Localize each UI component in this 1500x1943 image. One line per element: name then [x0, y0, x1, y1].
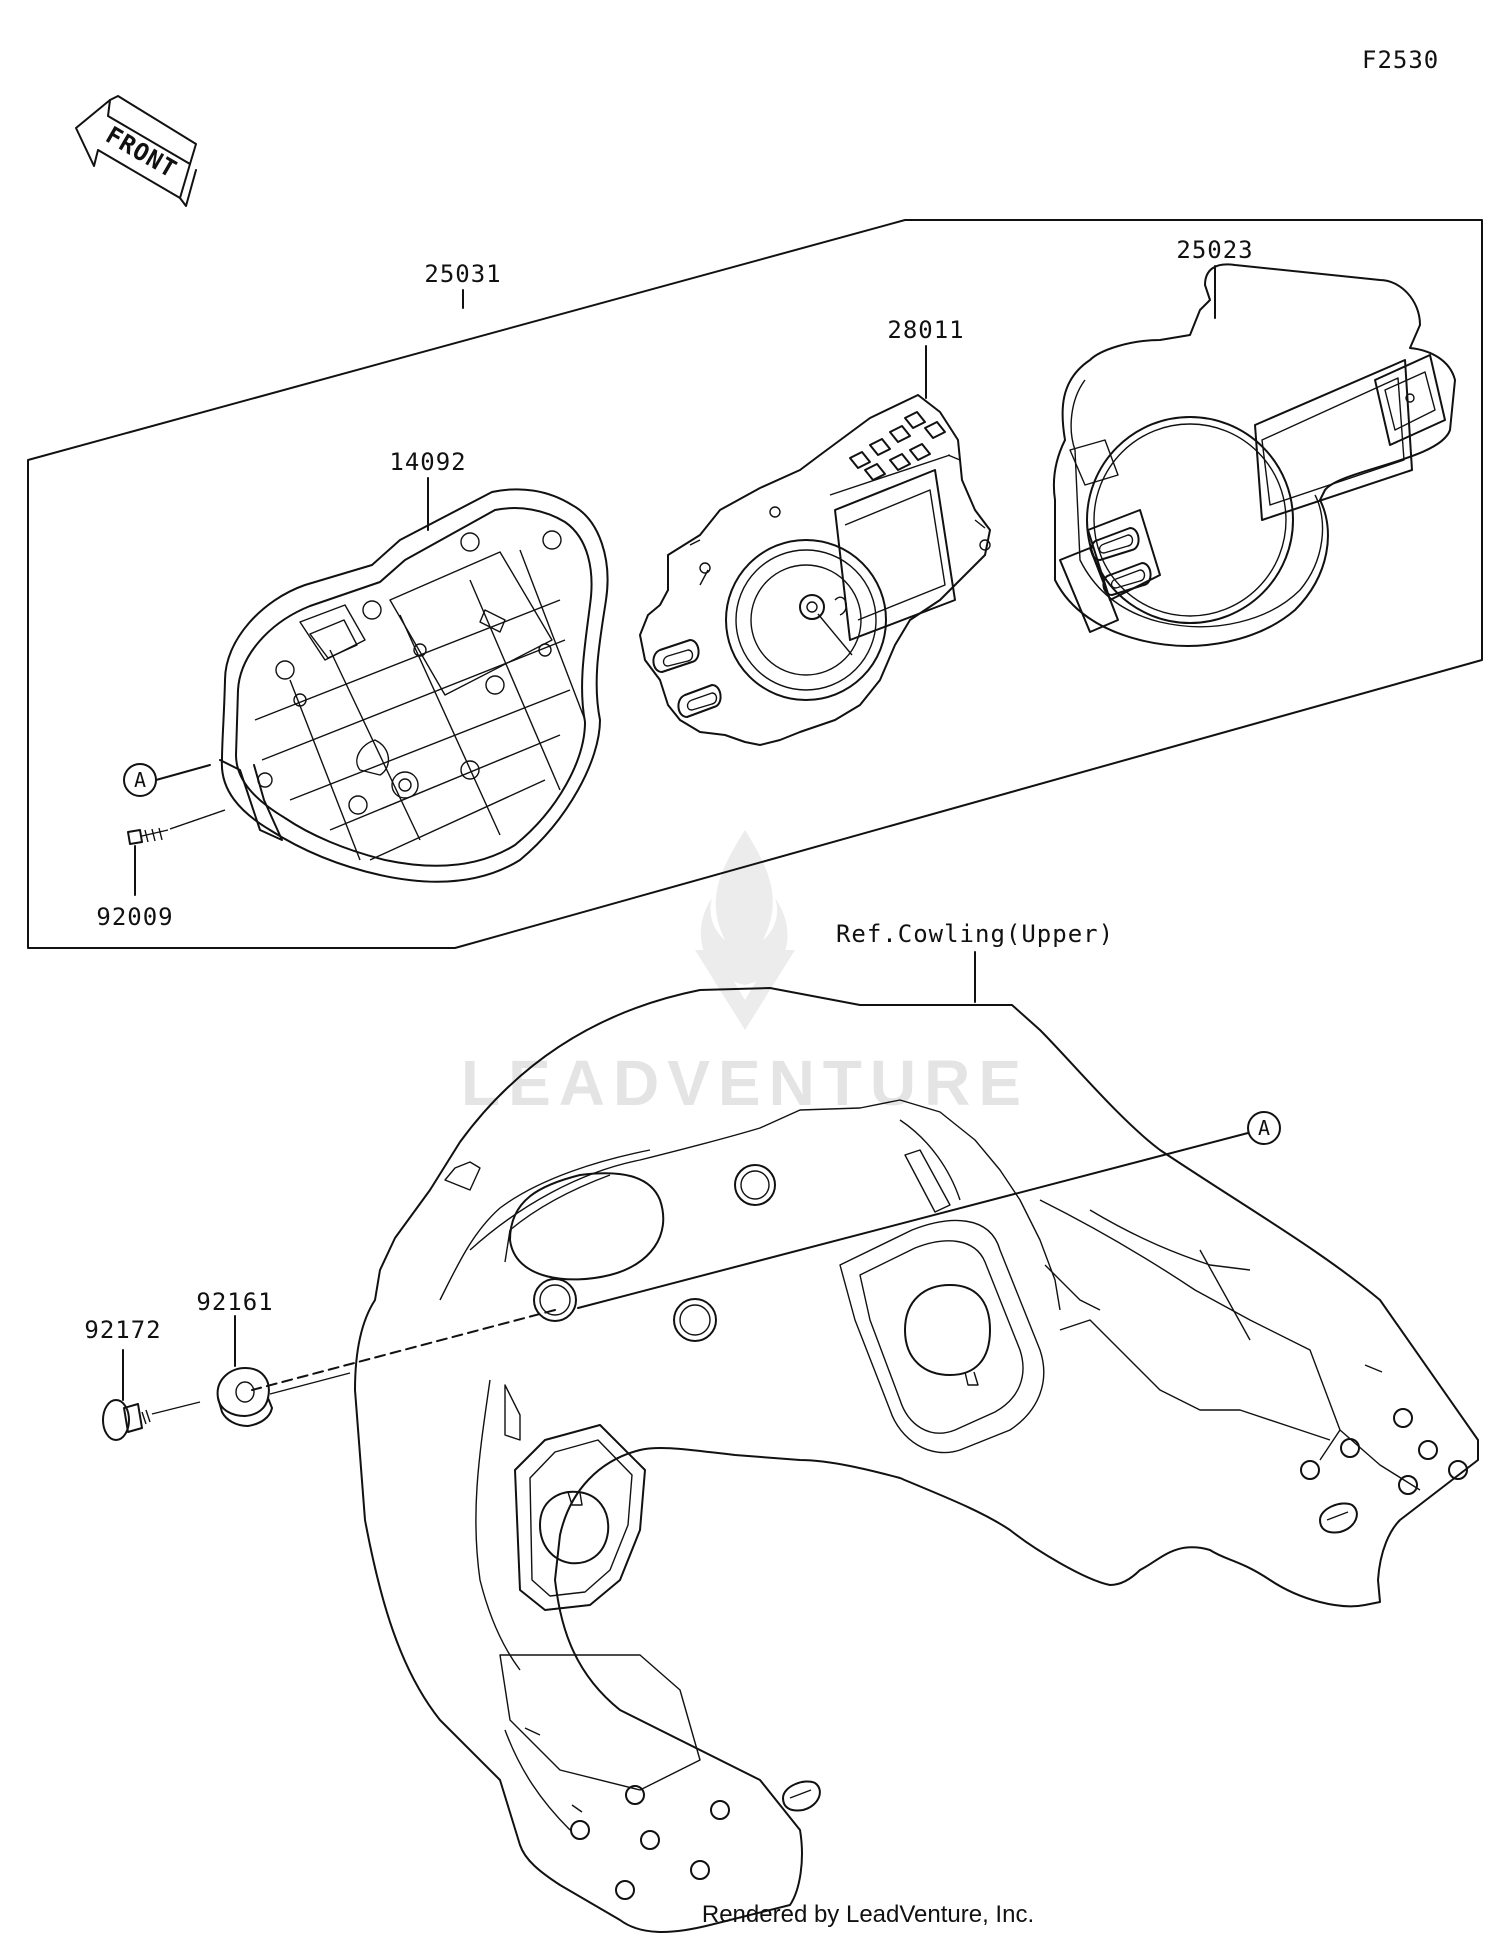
watermark: LEADVENTURE — [461, 830, 1029, 1119]
part-92172-bolt — [102, 1399, 201, 1441]
part-92161-grommet — [216, 1367, 273, 1427]
part-28011-meter-unit — [639, 394, 991, 746]
part-14092-meter-case — [219, 488, 609, 883]
grommet-axis-line — [269, 1372, 351, 1395]
callout-a-lower — [1247, 1111, 1281, 1145]
watermark-flame-icon — [700, 830, 788, 985]
label-25023: 25023 — [1176, 236, 1253, 264]
label-92161: 92161 — [196, 1288, 273, 1316]
front-arrow-icon: FRONT — [75, 95, 197, 207]
watermark-text: LEADVENTURE — [461, 1047, 1029, 1119]
leader-callout-a-upper — [155, 764, 211, 781]
label-92009: 92009 — [96, 903, 173, 931]
label-28011: 28011 — [887, 316, 964, 344]
part-92009-screw — [127, 809, 226, 845]
part-ref-cowling-upper — [354, 987, 1479, 1933]
assembly-dashed-line — [251, 1309, 556, 1391]
leader-callout-a-lower — [577, 1132, 1249, 1309]
figure-code: F2530 — [1362, 46, 1439, 74]
label-25031: 25031 — [424, 260, 501, 288]
part-25023-meter-cover — [1052, 263, 1456, 647]
callout-a-upper-text: A — [134, 768, 146, 792]
label-ref-cowling: Ref.Cowling(Upper) — [836, 920, 1114, 948]
watermark-v-icon — [695, 950, 795, 1030]
footer-credit: Rendered by LeadVenture, Inc. — [702, 1901, 1034, 1928]
label-14092: 14092 — [389, 448, 466, 476]
label-92172: 92172 — [84, 1316, 161, 1344]
callout-a-lower-text: A — [1258, 1116, 1270, 1140]
assembly-boundary — [27, 219, 1483, 949]
